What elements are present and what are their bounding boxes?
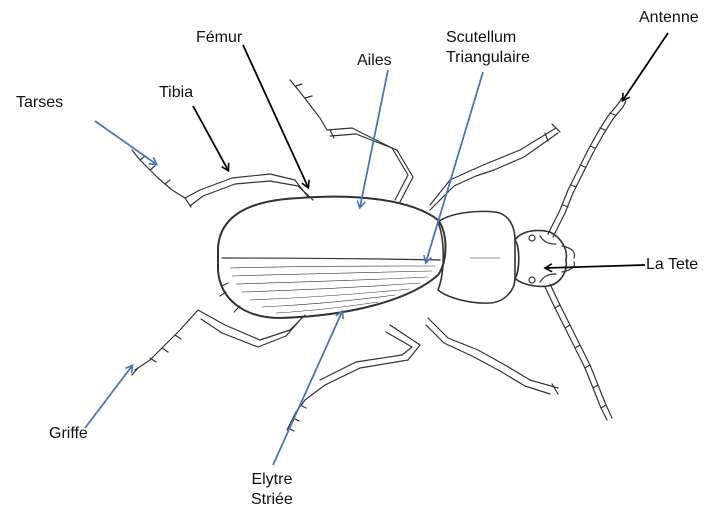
upper-antenna	[548, 98, 626, 237]
head	[515, 230, 575, 286]
label-scutellum: Scutellum Triangulaire	[446, 28, 530, 68]
upper-front-leg	[430, 124, 560, 210]
lower-hind-leg	[132, 310, 305, 375]
label-femur-text: Fémur	[196, 28, 242, 48]
scutellum-arrow	[426, 72, 483, 262]
griffe-arrow	[85, 366, 132, 428]
pronotum	[438, 211, 519, 303]
lower-front-leg	[426, 318, 558, 394]
label-tarses: Tarses	[16, 93, 63, 113]
label-scutellum-line2: Triangulaire	[446, 48, 530, 68]
upper-middle-leg	[290, 80, 413, 202]
antenne-arrow	[623, 33, 668, 100]
lower-middle-leg	[287, 325, 420, 431]
femur-arrow	[243, 45, 308, 187]
elytre-arrow	[273, 312, 342, 465]
label-tarses-text: Tarses	[16, 93, 63, 113]
tibia-arrow	[193, 106, 228, 170]
label-griffe-text: Griffe	[49, 424, 88, 444]
label-elytre: Elytre Striée	[251, 470, 293, 510]
label-tete-text: La Tete	[646, 255, 698, 275]
label-antenne-text: Antenne	[639, 8, 699, 28]
label-femur: Fémur	[196, 28, 242, 48]
ailes-arrow	[360, 70, 388, 207]
label-elytre-line1: Elytre	[251, 470, 293, 490]
label-tete: La Tete	[646, 255, 698, 275]
label-scutellum-line1: Scutellum	[446, 28, 530, 48]
elytra	[218, 197, 446, 318]
tete-arrow	[546, 265, 645, 268]
beetle-illustration	[132, 80, 626, 431]
label-elytre-line2: Striée	[251, 490, 293, 510]
tarses-arrow	[95, 121, 156, 164]
label-antenne: Antenne	[639, 8, 699, 28]
label-griffe: Griffe	[49, 424, 88, 444]
lower-antenna	[545, 284, 612, 420]
label-tibia-text: Tibia	[159, 83, 193, 103]
label-ailes: Ailes	[357, 51, 392, 71]
label-tibia: Tibia	[159, 83, 193, 103]
label-ailes-text: Ailes	[357, 51, 392, 71]
